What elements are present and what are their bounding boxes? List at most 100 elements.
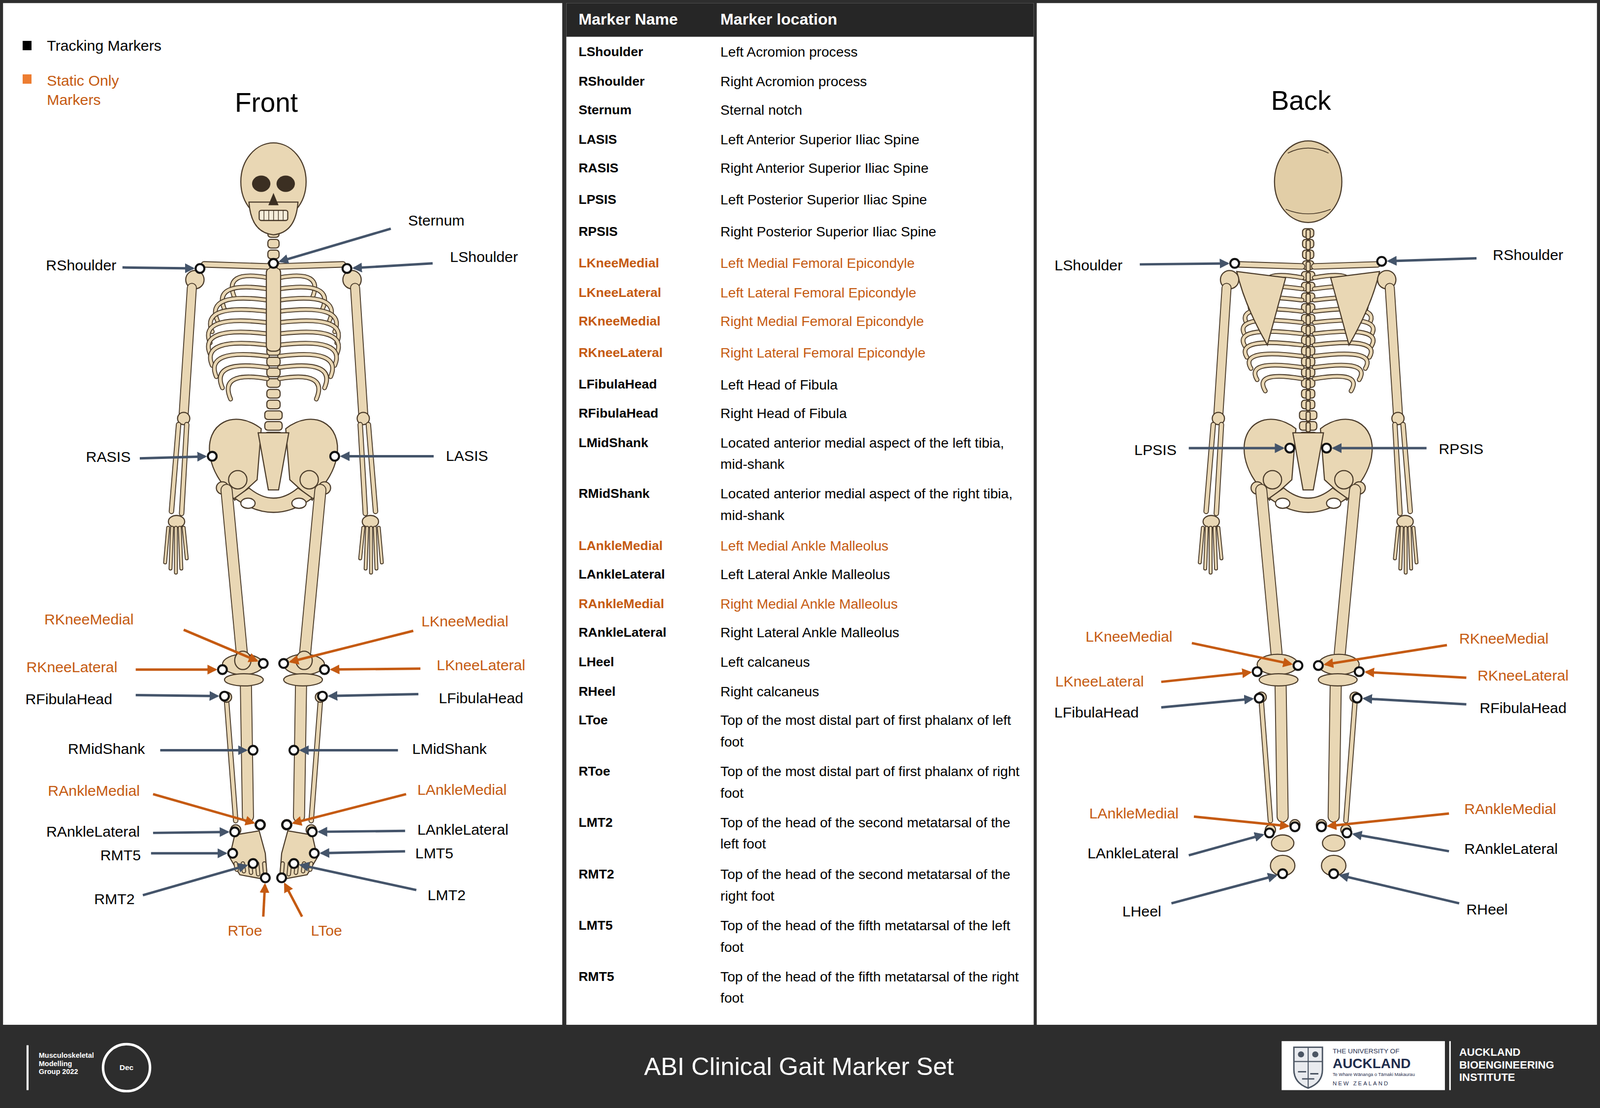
logo-text: Te Whare Wānanga o Tāmaki Makaurau [1332,1071,1415,1078]
skeleton-front [183,527,187,559]
university-logo-box [1281,1040,1445,1090]
skeleton-back [1199,527,1203,563]
table-cell: RShoulder [578,73,645,90]
skeleton-front [298,685,301,817]
leader-arrow [153,831,228,833]
marker-label: Sternum [408,211,465,230]
marker-label: RToe [227,921,262,940]
skeleton-front [268,210,269,221]
skeleton-front [234,487,313,513]
marker-label: RAnkleMedial [47,781,140,800]
front-panel [2,2,563,1025]
skeleton-front [226,489,242,654]
leader-arrow [139,456,206,459]
skeleton-back [1216,424,1222,513]
table-cell: Top of the head of the fifth metatarsal … [720,914,1027,958]
table-cell: Top of the most distal part of first pha… [720,709,1027,753]
table-cell: Right Anterior Superior Iliac Spine [720,157,1027,180]
skeleton-back [1259,673,1299,686]
leader-arrow [331,668,421,670]
leader-arrow [1193,816,1288,826]
skeleton-front [226,489,242,654]
skeleton-back [1199,527,1203,563]
skeleton-back [1218,288,1227,415]
skeleton-back [1333,685,1336,817]
skeleton-back [1206,424,1214,512]
skeleton-back [1403,527,1408,573]
skeleton-front [170,527,172,569]
skeleton-back [1306,315,1311,325]
footer-rule [1449,1040,1451,1090]
table-cell: Top of the head of the second metatarsal… [720,863,1027,907]
skeleton-back [1413,527,1417,563]
skeleton-back [1413,527,1417,563]
marker-dot [1313,661,1323,671]
skeleton-front [365,527,368,569]
skeleton-front [365,527,368,569]
footer-bar [0,1026,1600,1108]
skeleton-back [1318,654,1360,675]
table-cell: LAnkleLateral [578,566,665,583]
skeleton-back [1218,288,1227,415]
marker-label: RMidShank [67,739,145,758]
marker-label: LKneeMedial [1085,627,1173,646]
marker-label: LPSIS [1134,441,1177,459]
marker-label: RFibulaHead [25,690,113,708]
table-cell: RAnkleLateral [578,624,667,641]
skeleton-back [1326,498,1342,509]
table-cell: Left Anterior Superior Iliac Spine [720,128,1027,151]
skeleton-front [181,424,187,513]
marker-label: RMT5 [100,846,141,864]
marker-label: LKneeMedial [421,612,509,631]
leader-arrow [319,830,406,832]
skeleton-back [1306,304,1311,315]
leader-arrow [329,693,418,696]
footer-rule [26,1044,29,1090]
legend-swatch [22,74,32,84]
marker-label: LShoulder [449,248,518,266]
marker-dot [277,873,287,883]
skeleton-front [279,264,344,267]
skeleton-front [299,470,319,489]
skeleton-front [368,424,376,512]
table-cell: Left Head of Fibula [720,374,1027,396]
skeleton-back [1409,527,1411,569]
skeleton-back [1306,379,1311,389]
skeleton-back [1306,368,1311,379]
skeleton-front [209,418,261,500]
table-cell: Top of the head of the fifth metatarsal … [720,965,1027,1009]
skeleton-back [1292,432,1324,490]
leader-arrow [341,454,434,458]
skeleton-back [1205,527,1207,569]
skeleton-back [1269,487,1347,513]
table-cell: LToe [578,712,608,729]
skeleton-back [1306,240,1311,250]
leader-arrow [1325,644,1447,665]
marker-dot [318,691,327,701]
skeleton-front [164,527,168,563]
skeleton-front [305,489,321,654]
table-cell: Right Medial Femoral Epicondyle [720,310,1027,333]
leader-arrow [263,884,265,917]
marker-dot [230,827,240,836]
marker-label: LAnkleMedial [1088,804,1179,823]
marker-dot [1285,443,1295,453]
table-cell: Top of the head of the second metatarsal… [720,811,1027,855]
table-cell: Right Acromion process [720,70,1027,93]
skeleton-front [171,424,179,512]
skeleton-front [276,175,295,192]
skeleton-front [183,527,187,559]
skeleton-front [283,673,323,686]
skeleton-front [360,424,366,513]
table-cell: Left Medial Ankle Malleolus [720,535,1027,557]
skeleton-front [278,210,279,221]
skeleton-back [1314,264,1378,267]
footer-title: ABI Clinical Gait Marker Set [643,1051,954,1082]
skeleton-front [279,376,320,399]
skeleton-front [285,418,338,500]
marker-label: RKneeMedial [1459,629,1549,648]
marker-label: LMidShank [412,739,487,758]
skeleton-back [1404,527,1407,573]
skeleton-front [171,424,179,512]
skeleton-back [1306,347,1311,357]
